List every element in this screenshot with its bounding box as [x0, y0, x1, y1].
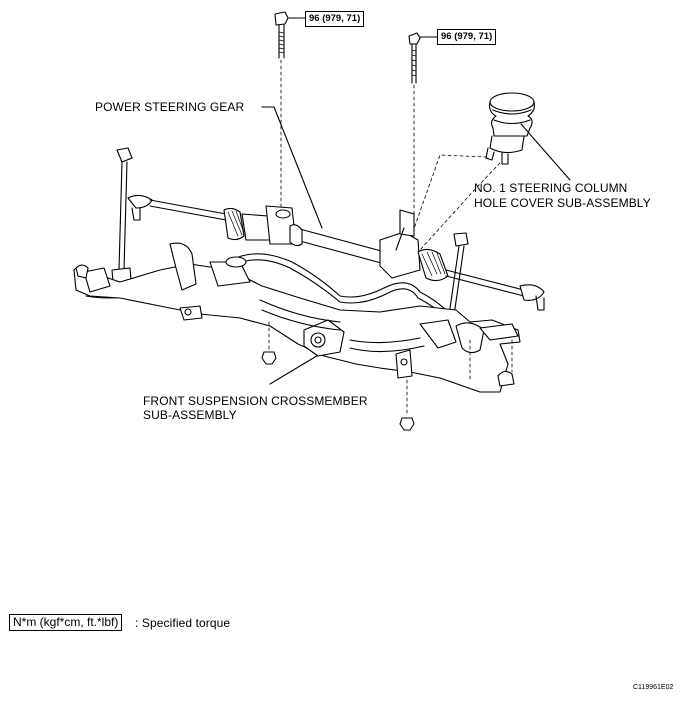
tie-rod-left	[127, 194, 227, 221]
stabilizer-link-left	[111, 147, 133, 295]
label-crossmember-line1: FRONT SUSPENSION CROSSMEMBER	[143, 394, 368, 408]
label-column-cover-line2: HOLE COVER SUB-ASSEMBLY	[474, 196, 651, 210]
steering-rack	[223, 205, 449, 282]
tie-rod-right	[445, 269, 545, 311]
label-column-cover-line1: NO. 1 STEERING COLUMN	[474, 181, 628, 195]
bolt-right-icon	[408, 32, 421, 84]
figure-code: C119961E02	[633, 684, 674, 691]
column-cover-boot-icon	[485, 92, 535, 165]
label-crossmember-line2: SUB-ASSEMBLY	[143, 408, 237, 422]
legend-unit-box: N*m (kgf*cm, ft.*lbf)	[9, 614, 123, 631]
nut-left-icon	[261, 351, 277, 365]
crossmember	[73, 242, 521, 393]
legend-description: : Specified torque	[135, 616, 231, 630]
label-power-steering-gear: POWER STEERING GEAR	[95, 100, 245, 114]
nut-right-icon	[399, 417, 415, 431]
torque-label-right: 96 (979, 71)	[437, 29, 497, 45]
bolt-left-icon	[274, 11, 289, 59]
torque-label-left: 96 (979, 71)	[305, 11, 365, 27]
